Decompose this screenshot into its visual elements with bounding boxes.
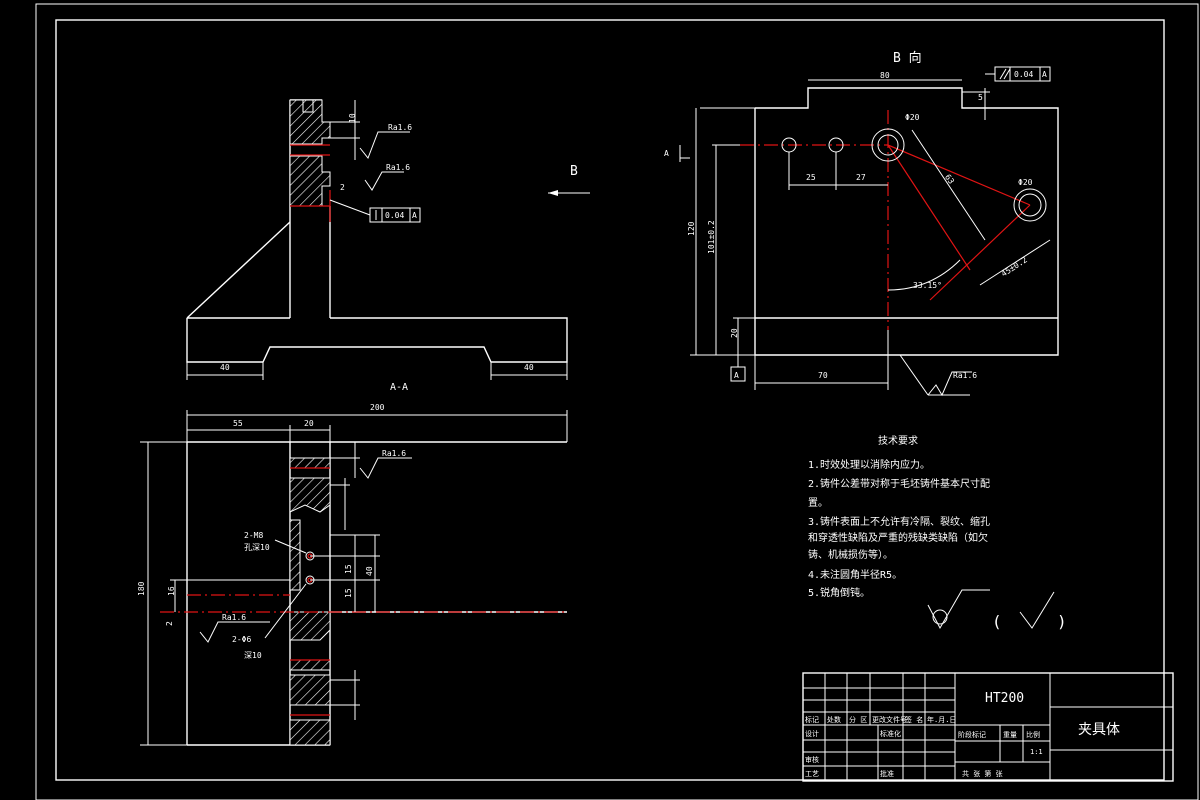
tb-material: HT200 (985, 691, 1024, 706)
dim-5: 5 (978, 93, 983, 102)
dim-angle: 33.15° (913, 281, 942, 290)
tech-line-1: 1.时效处理以消除内应力。 (808, 458, 930, 471)
front-flatness: 0.04 (385, 211, 404, 220)
tb-review: 审核 (805, 755, 819, 764)
dim-left-40: 40 (220, 363, 230, 372)
dim-16: 16 (167, 586, 176, 596)
tb-label-zone: 分 区 (849, 715, 867, 724)
dim-2: 2 (165, 621, 174, 626)
tb-approve: 批准 (880, 769, 894, 778)
dim-180: 180 (137, 581, 146, 596)
tb-label-date: 年.月.日 (927, 715, 956, 724)
dim-phi20-b: Φ20 (1018, 178, 1033, 187)
tb-label-mark: 标记 (805, 715, 819, 724)
dim-phi20-a: Φ20 (905, 113, 920, 122)
tech-title: 技术要求 (878, 434, 918, 447)
title-block: 标记 处数 分 区 更改文件号 签 名 年.月.日 设计 标准化 审核 工艺 批… (802, 672, 1174, 782)
tb-process: 工艺 (805, 770, 819, 778)
dim-55: 55 (233, 419, 243, 428)
dim-27: 27 (856, 173, 866, 182)
b-roughness: Ra1.6 (953, 371, 977, 380)
callout-depth10b: 深10 (244, 651, 262, 660)
tech-line-7: 4.未注圆角半径R5。 (808, 568, 902, 581)
tb-standardize: 标准化 (880, 729, 901, 738)
front-roughness-1: Ra1.6 (388, 123, 412, 132)
tb-ratio: 比例 (1026, 730, 1040, 739)
tech-line-8: 5.锐角倒钝。 (808, 586, 870, 599)
tb-sheets: 共 张 第 张 (962, 769, 1003, 778)
tech-requirements: 技术要求 1.时效处理以消除内应力。 2.铸件公差带对称于毛坯铸件基本尺寸配 置… (808, 434, 1067, 631)
callout-m8: 2-M8 (244, 531, 263, 540)
dim-25: 25 (806, 173, 816, 182)
dim-15b: 15 (344, 588, 353, 598)
dim-45: 45±0.2 (1000, 255, 1029, 278)
dim-slot: 10 (348, 113, 357, 123)
tb-label-count: 处数 (827, 715, 841, 724)
front-roughness-2: Ra1.6 (386, 163, 410, 172)
paren-close: ) (1057, 612, 1067, 631)
dim-step-2: 2 (340, 183, 345, 192)
dim-20: 20 (730, 328, 739, 338)
section-roughness-left: Ra1.6 (222, 613, 246, 622)
roughness-check-icon (1019, 591, 1055, 629)
front-view: 40 40 10 Ra1.6 Ra1.6 2 0.04 A (186, 99, 568, 380)
inner-border (55, 19, 1165, 781)
tech-line-4: 3.铸件表面上不允许有冷隔、裂纹、缩孔 (808, 515, 990, 528)
b-parallelism: 0.04 (1014, 70, 1033, 79)
b-datum-box: A (734, 371, 739, 380)
arrow-b-label: B (570, 164, 578, 179)
tb-design: 设计 (805, 729, 819, 738)
dim-right-40: 40 (524, 363, 534, 372)
b-view-label: B 向 (893, 50, 922, 66)
dim-15a: 15 (344, 564, 353, 574)
tb-label-doc: 更改文件号 (872, 715, 907, 724)
dim-101: 101±0.2 (707, 220, 716, 254)
section-view: A-A 200 55 20 (137, 382, 568, 746)
b-datum: A (1042, 70, 1047, 79)
callout-d6: 2-Φ6 (232, 635, 251, 644)
tb-weight: 重量 (1003, 731, 1017, 739)
dim-200: 200 (370, 403, 385, 412)
tech-line-5: 和穿透性缺陷及严重的残缺类缺陷（如欠 (808, 531, 988, 544)
front-datum: A (412, 211, 417, 220)
tb-scale: 1:1 (1030, 748, 1043, 756)
dim-70: 70 (818, 371, 828, 380)
tech-line-2: 2.铸件公差带对称于毛坯铸件基本尺寸配 (808, 477, 990, 490)
tb-label-sign: 签 名 (905, 715, 923, 724)
b-view: B 向 A 80 5 0.04 A (664, 50, 1059, 397)
roughness-unmachined-icon (927, 589, 990, 630)
tb-stage: 阶段标记 (958, 730, 986, 739)
outer-border (35, 3, 1199, 800)
tb-part-name: 夹具体 (1078, 722, 1120, 738)
dim-63: 63 (943, 173, 956, 186)
section-roughness-top: Ra1.6 (382, 449, 406, 458)
callout-depth10: 孔深10 (244, 543, 270, 552)
dim-120: 120 (687, 221, 696, 236)
tech-line-6: 铸、机械损伤等）。 (808, 548, 893, 561)
paren-open: ( (992, 612, 1002, 631)
dim-40: 40 (365, 566, 374, 576)
tech-line-3: 置。 (808, 497, 828, 509)
dim-80: 80 (880, 71, 890, 80)
view-arrow-b: B (548, 164, 590, 196)
section-mark-a: A (664, 149, 669, 158)
section-label: A-A (390, 382, 408, 393)
dim-20: 20 (304, 419, 314, 428)
